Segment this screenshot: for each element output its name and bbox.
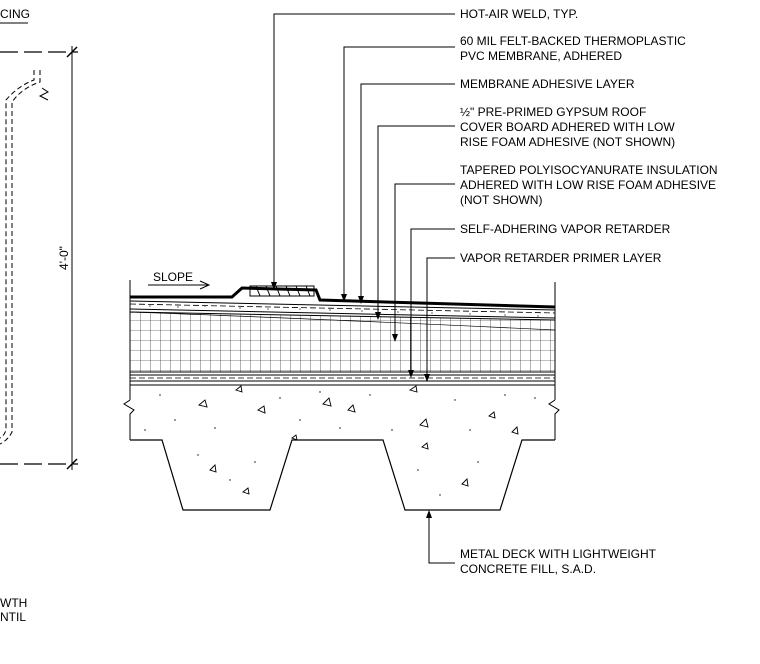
left-bottom-line-1: WTH (0, 596, 27, 610)
gypsum-speckle (149, 305, 539, 317)
tapered-insulation-grid (129, 311, 556, 373)
callout-insulation-line-2: ADHERED WITH LOW RISE FOAM ADHESIVE (460, 178, 716, 192)
callout-insulation-line-3: (NOT SHOWN) (460, 193, 542, 207)
left-edge-detail: CING 4'-0" WTH NTIL (0, 7, 78, 624)
left-bottom-line-2: NTIL (0, 610, 26, 624)
callout-metal-deck-line-1: METAL DECK WITH LIGHTWEIGHT (460, 547, 657, 561)
callout-gypsum-line-1: ½" PRE-PRIMED GYPSUM ROOF (460, 105, 646, 119)
callout-hot-air-weld: HOT-AIR WELD, TYP. (460, 7, 578, 21)
callout-gypsum-line-2: COVER BOARD ADHERED WITH LOW (460, 120, 675, 134)
slope-label: SLOPE (153, 270, 193, 284)
hot-air-weld-hatch (249, 285, 315, 297)
left-top-label: CING (0, 7, 30, 21)
concrete-deck (130, 385, 555, 511)
callout-insulation-line-1: TAPERED POLYISOCYANURATE INSULATION (460, 163, 718, 177)
metal-deck-profile (130, 439, 555, 511)
callout-gypsum-line-3: RISE FOAM ADHESIVE (NOT SHOWN) (460, 135, 675, 149)
callout-vapor-retarder-primer: VAPOR RETARDER PRIMER LAYER (460, 251, 662, 265)
roof-layers (123, 280, 560, 440)
callout-metal-deck-line-2: CONCRETE FILL, S.A.D. (460, 562, 596, 576)
pvc-membrane-line (130, 286, 556, 309)
callout-vapor-retarder: SELF-ADHERING VAPOR RETARDER (460, 222, 671, 236)
leader-lines (273, 13, 455, 564)
dimension-label: 4'-0" (57, 246, 71, 270)
callout-pvc-membrane-line-2: PVC MEMBRANE, ADHERED (460, 49, 622, 63)
slope-indicator: SLOPE (148, 270, 211, 290)
callout-membrane-adhesive: MEMBRANE ADHESIVE LAYER (460, 77, 635, 91)
callout-pvc-membrane-line-1: 60 MIL FELT-BACKED THERMOPLASTIC (460, 34, 686, 48)
leader-arrowheads (271, 282, 432, 518)
callout-labels: HOT-AIR WELD, TYP. 60 MIL FELT-BACKED TH… (460, 7, 718, 576)
